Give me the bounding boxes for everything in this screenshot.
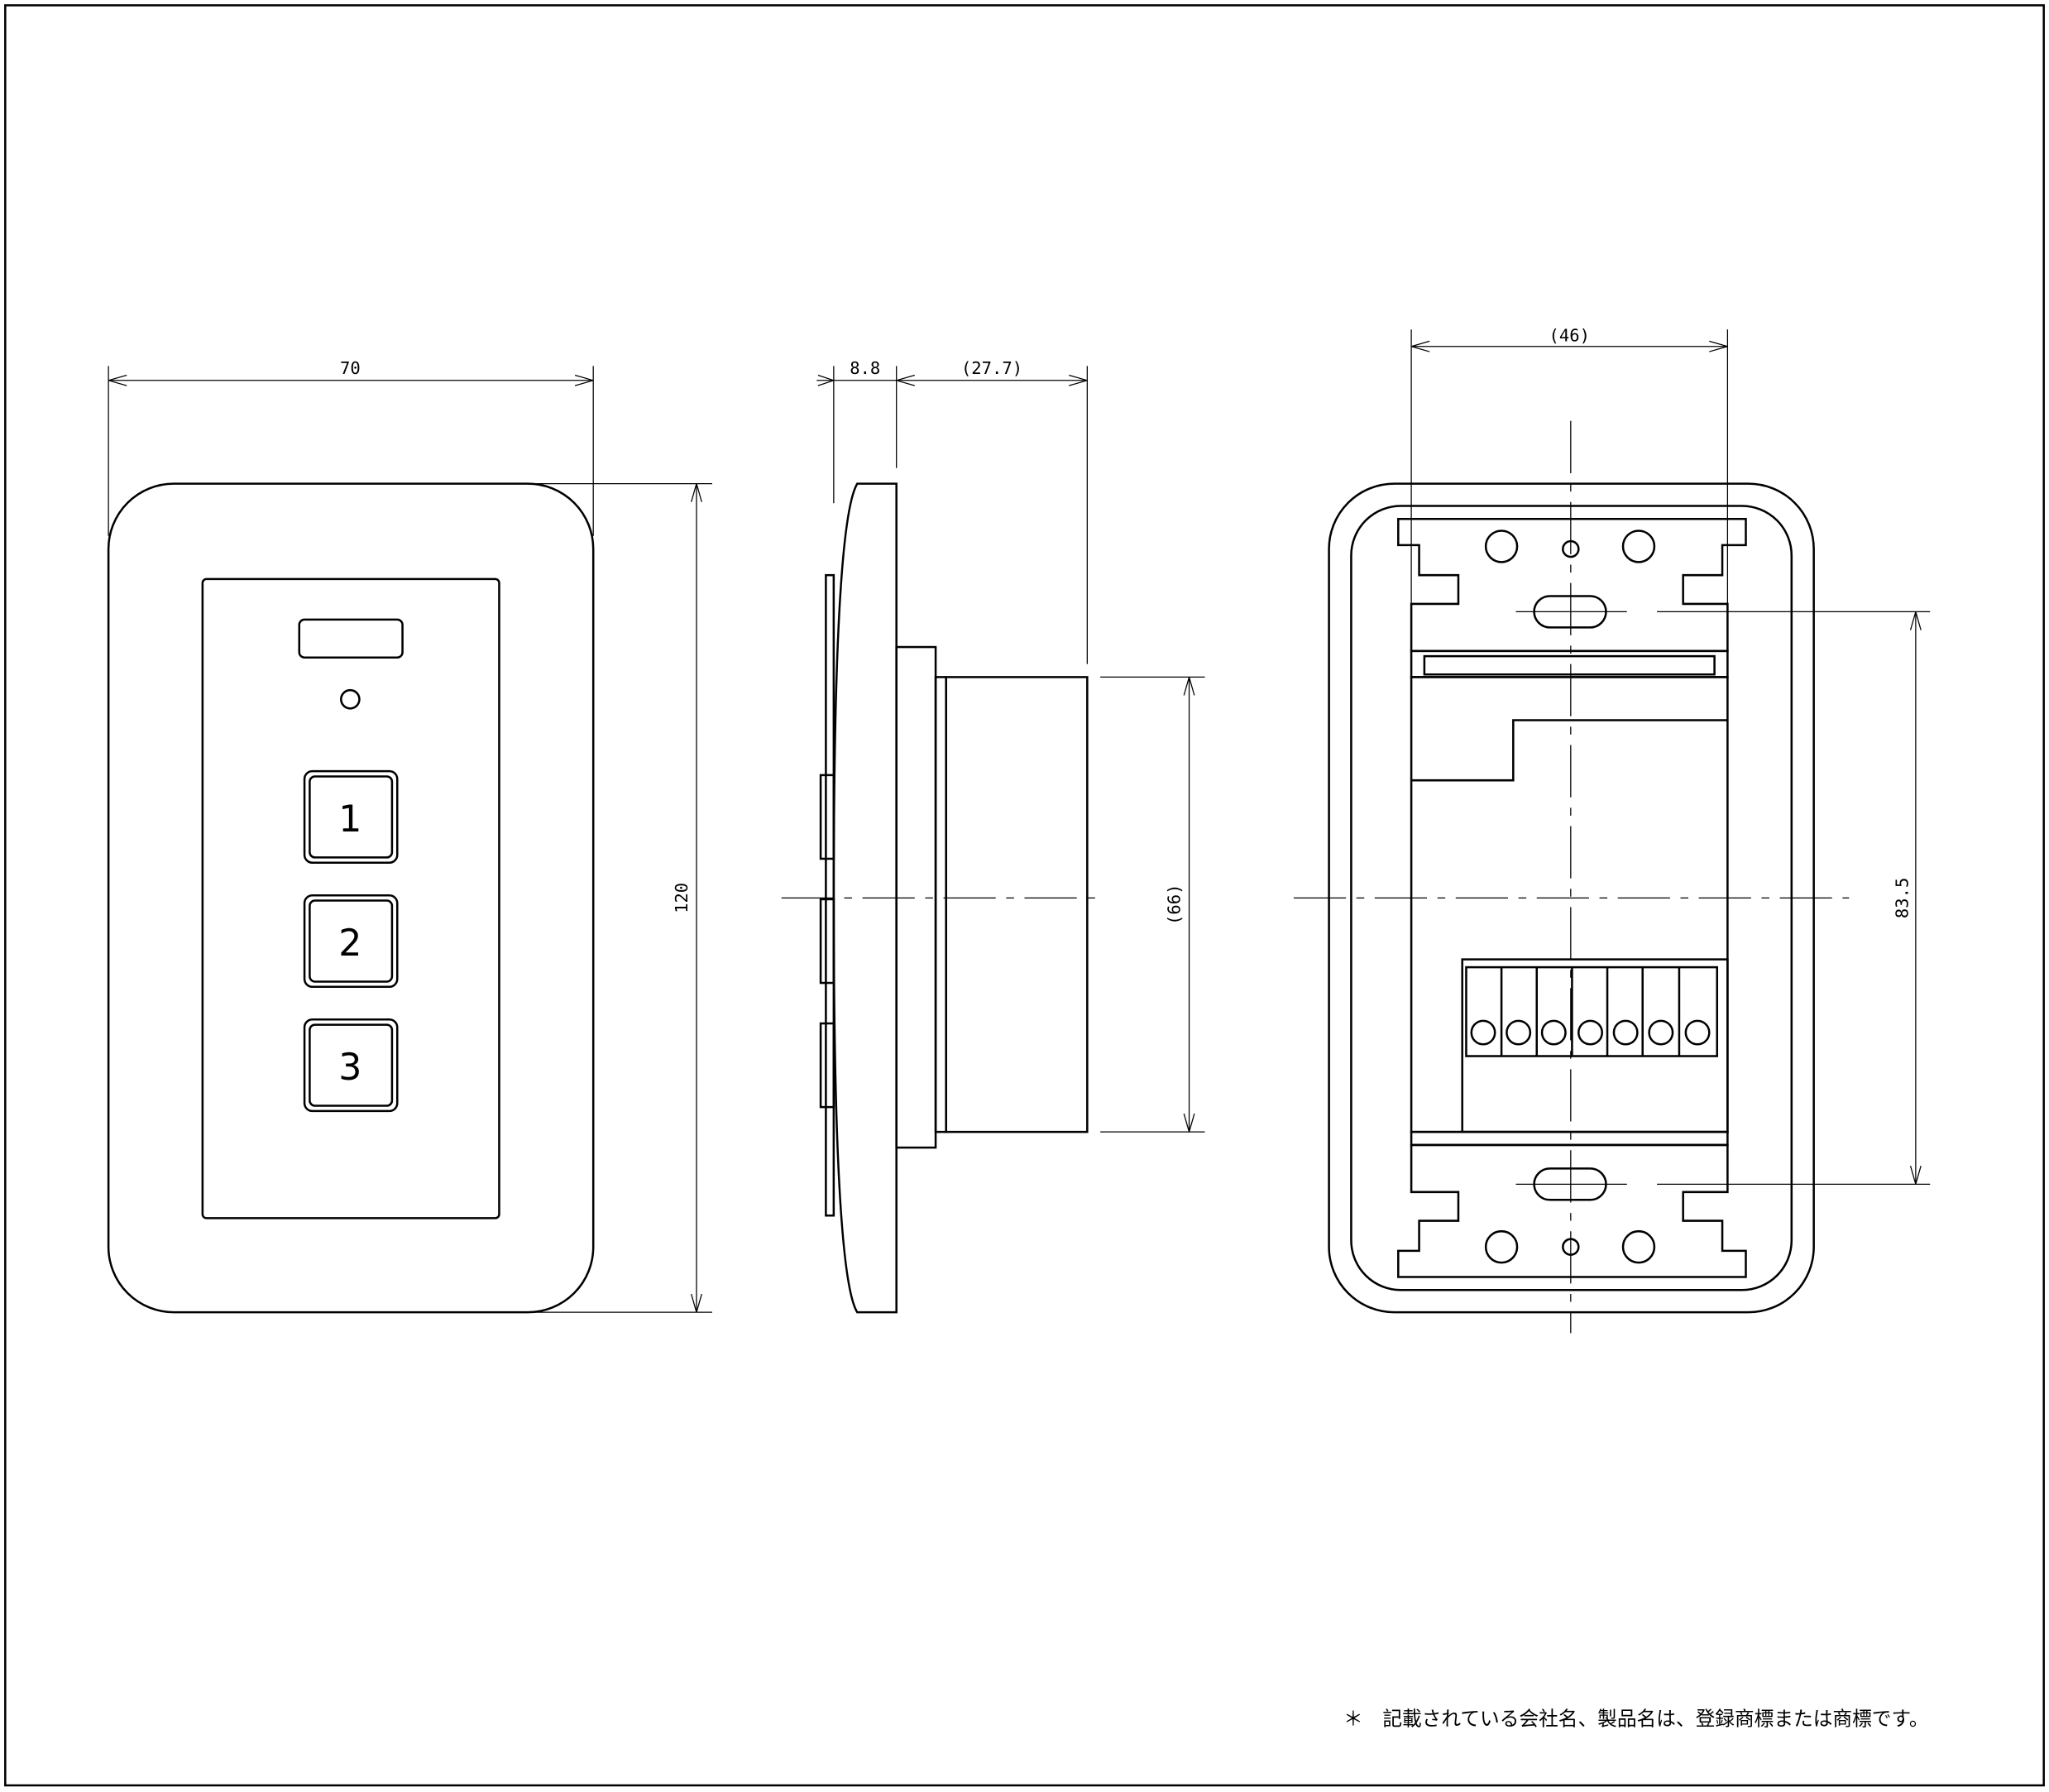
dim-label: 70 <box>340 358 361 378</box>
front-view: 1 2 3 70 120 <box>107 358 712 1314</box>
dimension-body-height: (66) <box>1100 676 1205 1133</box>
indicator-led <box>340 688 361 710</box>
cover-plate <box>107 482 595 1314</box>
button-label: 2 <box>338 922 361 965</box>
dim-label: (66) <box>1164 884 1184 925</box>
dimension-height: 120 <box>529 482 712 1313</box>
button-label: 1 <box>338 798 361 841</box>
side-view: 8.8 (27.7) (66) <box>781 358 1205 1314</box>
panel-frame <box>201 577 500 1219</box>
dim-label: 83.5 <box>1892 878 1912 918</box>
button-1[interactable]: 1 <box>303 769 399 864</box>
dimension-rear-width: (46) <box>1410 325 1729 604</box>
dim-label: (46) <box>1549 325 1590 345</box>
button-label: 3 <box>338 1047 361 1089</box>
button-2[interactable]: 2 <box>303 894 399 989</box>
dimension-width: 70 <box>108 358 594 536</box>
rear-view: (46) 83.5 <box>1293 325 1931 1334</box>
display-window <box>298 618 404 659</box>
footnote-text: 記載されている会社名、製品名は、登録商標または商標です。 <box>1382 1707 1928 1730</box>
terminal-block <box>1461 958 1729 1133</box>
dim-label: 8.8 <box>850 358 880 378</box>
dimension-plate: 8.8 (27.7) <box>816 358 1088 664</box>
dimension-mount-pitch: 83.5 <box>1657 611 1931 1185</box>
footnote-mark: ＊ <box>1343 1707 1363 1730</box>
dim-label: (27.7) <box>961 358 1022 378</box>
drawing-border <box>4 4 2045 1787</box>
dim-label: 120 <box>672 883 692 913</box>
button-3[interactable]: 3 <box>303 1018 399 1113</box>
